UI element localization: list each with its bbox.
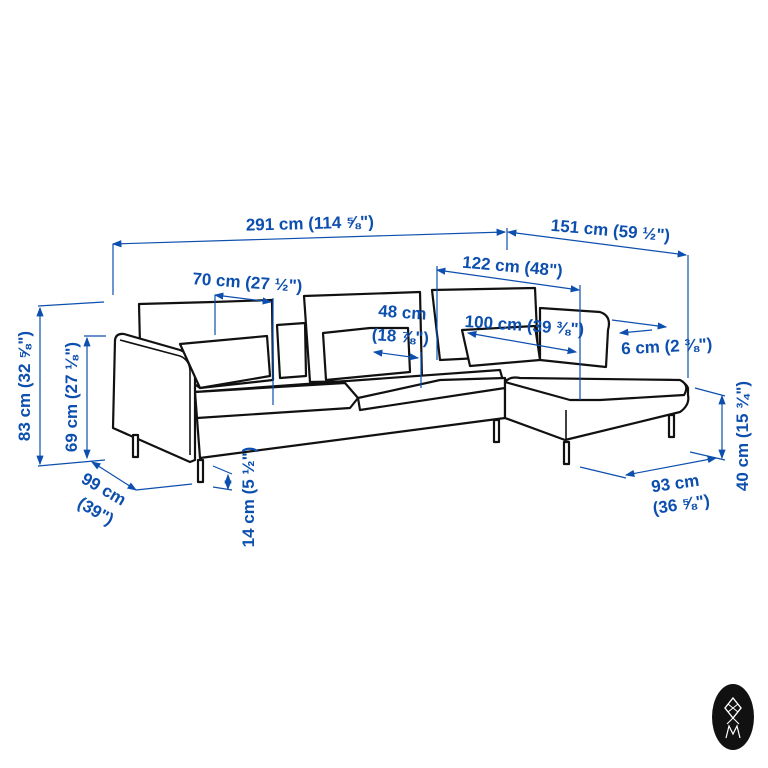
arm-width-label: 6 cm (2 ⅜") (621, 335, 713, 359)
chaise-seat-width-label: 122 cm (48") (462, 253, 564, 281)
seat-width-label: 70 cm (27 ½") (192, 269, 303, 296)
seat-depth-in-label: (18 ⅞") (371, 325, 429, 348)
diamond-emblem-icon (712, 684, 754, 750)
dimension-lines (36, 228, 726, 491)
total-width-label: 291 cm (114 ⅝") (246, 212, 375, 234)
chaise-length-label: 151 cm (59 ½") (550, 216, 671, 245)
total-height-label: 83 cm (32 ⅝") (15, 331, 34, 441)
leg-height-label: 14 cm (5 ½") (239, 447, 258, 548)
seat-depth-cm-label: 48 cm (378, 301, 427, 323)
back-height-label: 69 cm (27 ⅛") (62, 342, 81, 452)
seat-height-label: 40 cm (15 ¾") (733, 381, 752, 491)
